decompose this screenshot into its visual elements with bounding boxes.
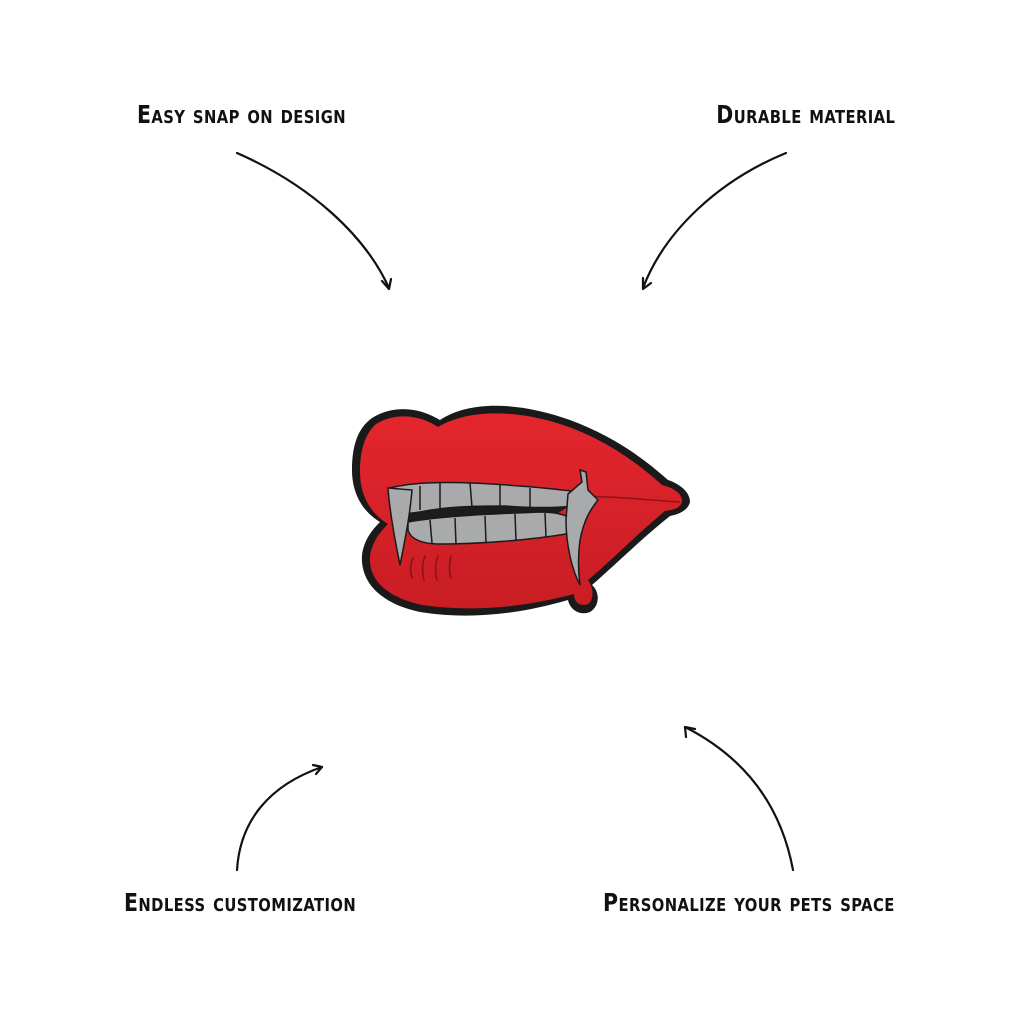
feature-label-personalize-space: Personalize your pets space [603, 888, 895, 917]
feature-label-endless-customization: Endless customization [124, 888, 357, 917]
arrow-bottom-right-icon [683, 725, 795, 872]
feature-label-easy-snap: Easy snap on design [137, 100, 346, 129]
arrow-top-left-icon [235, 151, 393, 291]
feature-label-durable-material: Durable material [715, 100, 895, 129]
arrow-bottom-left-icon [235, 763, 324, 872]
arrow-top-right-icon [641, 151, 788, 291]
